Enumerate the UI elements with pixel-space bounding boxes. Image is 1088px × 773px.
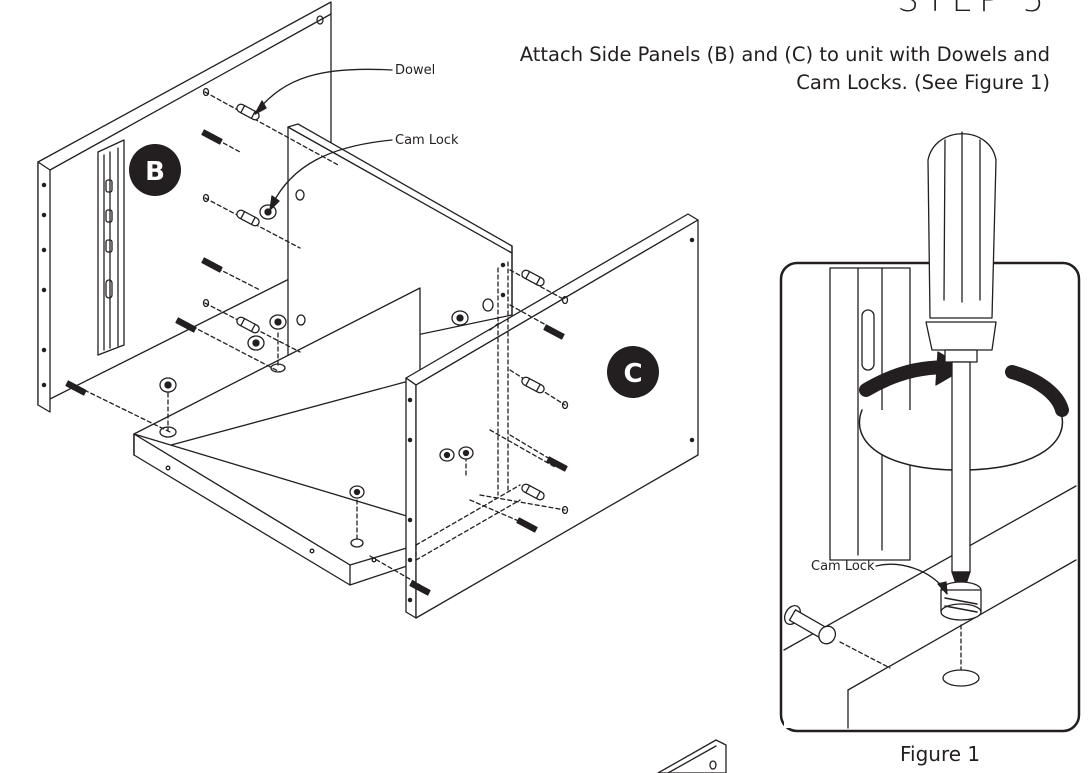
- panel-c-badge: [607, 346, 659, 398]
- back-board: [287, 123, 513, 363]
- figure-caption: Figure 1: [900, 742, 981, 766]
- cam-lock-callout-label: Cam Lock: [395, 133, 459, 148]
- figure-1-detail: Cam Lock: [779, 131, 1081, 733]
- bottom-board: [133, 287, 474, 586]
- cam-lock-callout: Cam Lock: [269, 133, 459, 211]
- instructions-line-2: Cam Locks. (See Figure 1): [796, 71, 1050, 94]
- dowel-callout: Dowel: [254, 63, 435, 115]
- drawer-slide-rail: [97, 139, 125, 356]
- step-instructions: Attach Side Panels (B) and (C) to unit w…: [490, 41, 1050, 97]
- panel-b-label: B: [145, 157, 165, 187]
- panel-b-badge: [129, 144, 181, 196]
- cam-lock-icon: [159, 204, 474, 499]
- screw-icon: [65, 129, 568, 596]
- dowel-callout-label: Dowel: [395, 63, 435, 78]
- rotation-arrow-icon: [858, 351, 1069, 471]
- cam-lock-icon: [940, 581, 982, 621]
- side-panel-b: B: [37, 1, 332, 413]
- screw-icon: [783, 605, 837, 645]
- instructions-line-1: Attach Side Panels (B) and (C) to unit w…: [519, 43, 1050, 66]
- cam-lock-detail-label: Cam Lock: [811, 559, 875, 574]
- panel-c-label: C: [623, 359, 642, 389]
- dowel-icon: [236, 103, 545, 501]
- panel-b-holes: [202, 87, 569, 515]
- step-title: STEP 5: [897, 0, 1050, 20]
- side-panel-c: C: [405, 213, 699, 619]
- next-panel-corner: [657, 739, 727, 773]
